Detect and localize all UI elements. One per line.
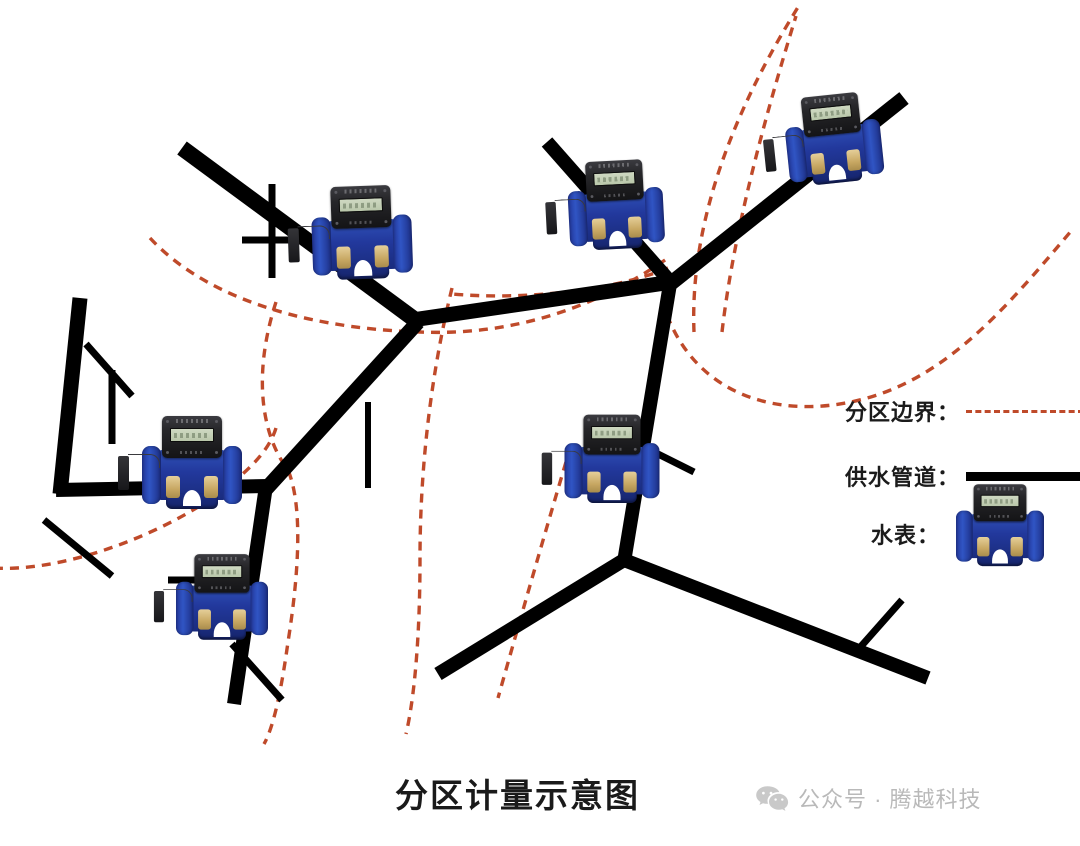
meter-graphic [541, 414, 665, 514]
pipe-stub-bottomright-diag [853, 597, 905, 655]
meter-graphic [951, 484, 1050, 576]
legend-symbol-dashed-line [966, 409, 1080, 413]
meter-lcd-display [591, 426, 633, 440]
legend-item-pipe: 供水管道： [845, 460, 1080, 492]
wechat-icon [755, 785, 789, 811]
meter-brass-left [198, 609, 211, 630]
meter-body-notch [992, 549, 1008, 564]
meter-lcd-display [170, 428, 214, 442]
pipe-trunk-center-diagonal [260, 316, 424, 495]
meter-brass-left [977, 537, 990, 557]
pipe-stub-bottomleft-diag [229, 641, 285, 703]
zone-boundary-north-a [692, 3, 802, 333]
meter-flange-left [564, 443, 583, 499]
zone-boundary-east-arc [660, 228, 1074, 409]
meter-model-text [989, 515, 1011, 518]
pipe-trunk-center-to-north [410, 274, 674, 328]
meter-graphic [118, 416, 248, 520]
meter-model-text [180, 451, 204, 454]
meter-electronic-head [162, 416, 222, 458]
water-meter-mid-right[interactable] [541, 414, 665, 514]
meter-model-text [210, 586, 234, 590]
water-meter-bottom-left[interactable] [153, 554, 273, 650]
pipe-stub-left-lower-diag [41, 517, 115, 579]
zone-boundary-bottom-center [404, 287, 454, 735]
meter-graphic [153, 554, 273, 650]
meter-brand-text [176, 419, 208, 423]
meter-flange-left [176, 581, 194, 636]
zone-boundary-mid-right-join [451, 266, 669, 298]
meter-brass-left [166, 476, 180, 498]
meter-brass-right [204, 476, 218, 498]
meter-body-notch [213, 622, 231, 637]
water-meter-mid-left[interactable] [118, 416, 248, 520]
meter-flange-left [956, 510, 973, 562]
pipe-trunk-bottom-right [621, 553, 931, 685]
legend-item-meter: 水表： [871, 518, 940, 550]
meter-flange-right [641, 443, 660, 499]
meter-sensor-box [153, 590, 165, 623]
meter-brass-left [587, 471, 601, 493]
meter-sensor-box [541, 452, 553, 485]
meter-brass-right [1010, 537, 1023, 557]
meter-flange-right [1027, 510, 1044, 562]
meter-electronic-head [973, 484, 1027, 522]
meter-lcd-display [980, 494, 1020, 508]
meter-body-notch [183, 490, 201, 506]
watermark: 公众号 · 腾越科技 [755, 782, 982, 814]
meter-model-text [600, 447, 624, 451]
meter-flange-right [250, 581, 268, 636]
meter-brass-right [233, 609, 246, 630]
zone-boundary-bottom-right [496, 461, 568, 699]
pipe-trunk-east-descend [617, 282, 677, 564]
legend-item-boundary: 分区边界： [845, 395, 1080, 427]
meter-body-notch [603, 484, 621, 501]
meter-electronic-head [583, 414, 641, 455]
legend-label-meter: 水表： [871, 523, 941, 548]
pipe-trunk-northwest [177, 141, 423, 329]
meter-sensor-box [118, 456, 129, 490]
meter-brass-right [623, 471, 637, 493]
legend-label-pipe: 供水管道： [845, 465, 961, 490]
legend-label-boundary: 分区边界： [845, 400, 961, 425]
legend-water-meter-symbol [951, 484, 1050, 576]
meter-electronic-head [194, 554, 250, 593]
page-title: 分区计量示意图 [395, 777, 640, 814]
meter-brand-text [596, 417, 628, 422]
pipe-trunk-left-vertical [52, 297, 88, 495]
meter-lcd-display [201, 565, 243, 579]
meter-flange-left [142, 446, 161, 504]
zone-boundary-north-b [720, 15, 798, 333]
meter-flange-right [223, 446, 242, 504]
pipe-trunk-bottom-left [434, 554, 628, 680]
legend-symbol-solid-line [966, 471, 1080, 481]
zone-boundary-left-low [0, 427, 278, 571]
meter-brand-text [207, 556, 237, 561]
meter-brand-text [985, 486, 1015, 491]
watermark-text: 公众号 · 腾越科技 [798, 787, 982, 812]
